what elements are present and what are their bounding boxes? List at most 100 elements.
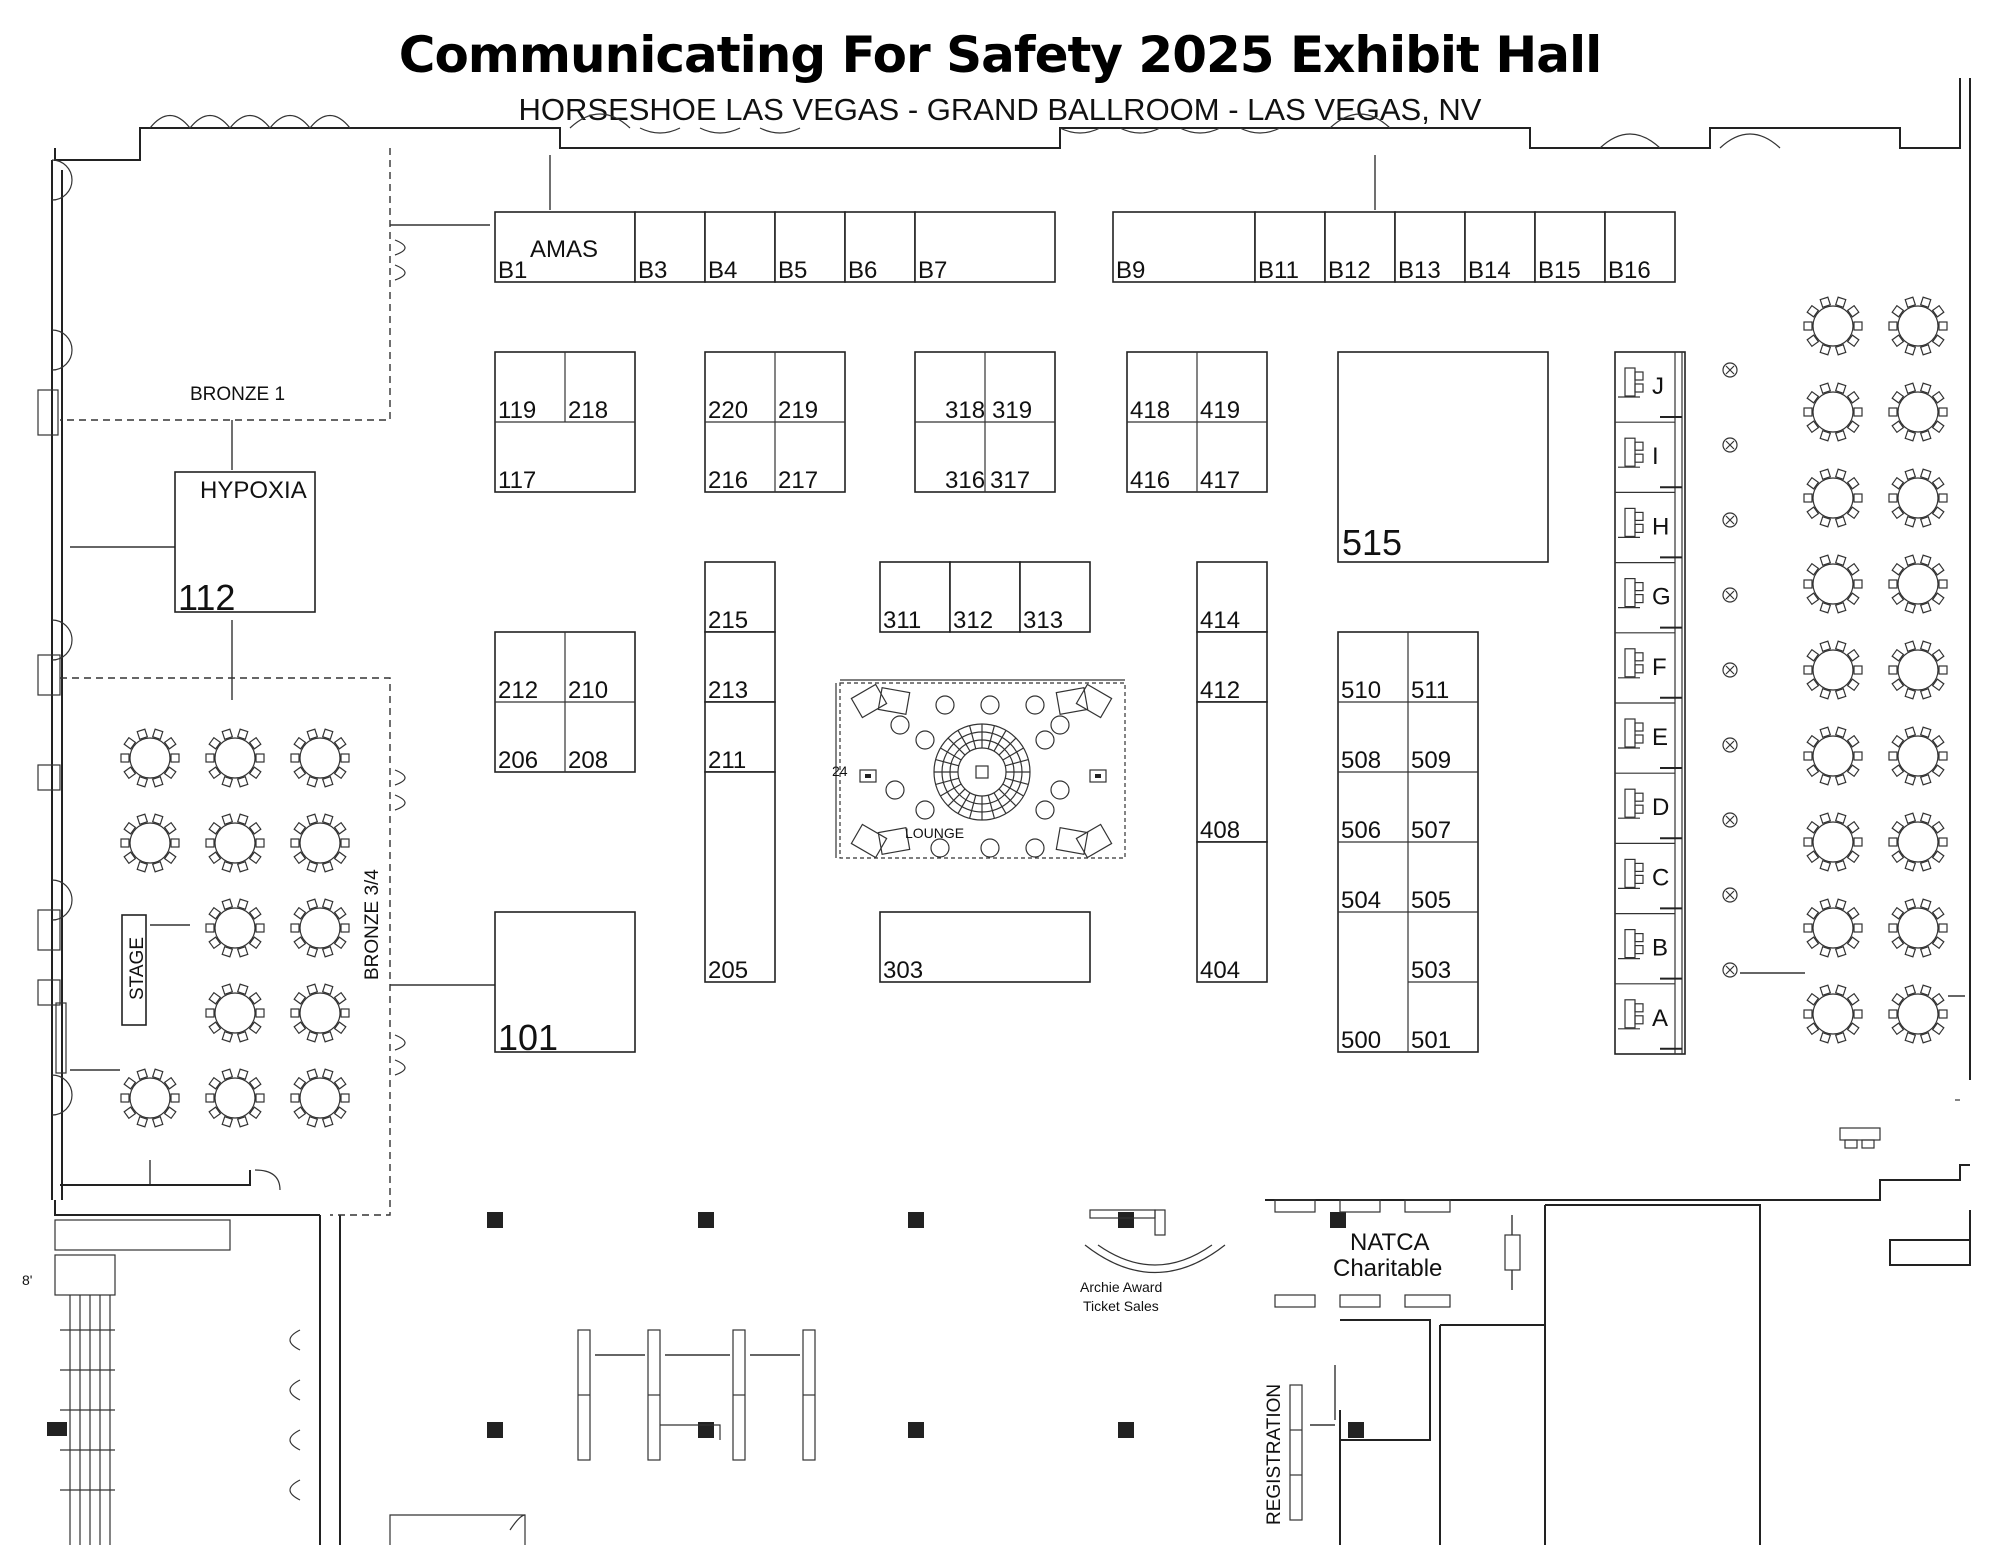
booth-b7[interactable] [914, 211, 1056, 283]
booth-112-hypoxia[interactable]: HYPOXIA 112 [174, 471, 316, 618]
registration-label: REGISTRATION [1264, 1384, 1285, 1525]
booth-505-label: 505 [1411, 887, 1451, 914]
round-table [1888, 640, 1948, 700]
pillar [1118, 1422, 1134, 1438]
booth-b1[interactable] [494, 211, 636, 283]
booth-island-212[interactable]: 212 210 206 208 [494, 631, 636, 774]
pod-j-label: J [1652, 373, 1664, 400]
booth-b5[interactable] [774, 211, 846, 283]
round-table [1888, 554, 1948, 614]
booth-b16-label: B16 [1608, 257, 1651, 284]
booth-317-label: 317 [990, 467, 1030, 494]
pod-e[interactable]: E [1615, 702, 1682, 769]
booth-island-220[interactable]: 220 219 216 217 [704, 351, 846, 494]
booth-b16[interactable] [1604, 211, 1676, 283]
booth-b7-label: B7 [918, 257, 947, 284]
booth-b13-label: B13 [1398, 257, 1441, 284]
round-tables [120, 296, 1948, 1128]
outer-walls [37, 78, 1971, 1545]
round-table [120, 1068, 180, 1128]
hall-pillars [487, 1212, 1364, 1438]
booth-220-label: 220 [708, 397, 748, 424]
pod-b[interactable]: B [1615, 912, 1682, 980]
booth-b12-label: B12 [1328, 257, 1371, 284]
booth-b9[interactable] [1112, 211, 1256, 283]
booth-303-label: 303 [883, 957, 923, 984]
booth-208-label: 208 [568, 747, 608, 774]
booth-row-300[interactable]: 311 312 313 303 [879, 561, 1091, 984]
booth-506-label: 506 [1341, 817, 1381, 844]
pod-j[interactable]: J [1618, 367, 1682, 418]
pod-d[interactable]: D [1615, 772, 1682, 840]
booth-island-418[interactable]: 418 419 416 417 [1126, 351, 1268, 494]
booth-412-label: 412 [1200, 677, 1240, 704]
round-table [205, 1068, 265, 1128]
booth-319-label: 319 [992, 397, 1032, 424]
booth-island-119[interactable]: 119 218 117 [494, 351, 636, 494]
round-table [1888, 726, 1948, 786]
booth-b14[interactable] [1464, 211, 1536, 283]
booth-510-label: 510 [1341, 677, 1381, 704]
booth-212-label: 212 [498, 677, 538, 704]
booth-404-label: 404 [1200, 957, 1240, 984]
booth-206-label: 206 [498, 747, 538, 774]
booth-408-label: 408 [1200, 817, 1240, 844]
pillar [908, 1212, 924, 1228]
round-table [290, 813, 350, 873]
pod-i[interactable]: I [1615, 421, 1682, 489]
booth-515[interactable]: 515 [1337, 351, 1549, 563]
booth-b1-label: B1 [498, 257, 527, 284]
pod-g[interactable]: G [1615, 561, 1682, 629]
pod-i-label: I [1652, 443, 1659, 470]
booth-101[interactable]: 101 [494, 911, 636, 1058]
booth-b13[interactable] [1394, 211, 1466, 283]
pod-c-label: C [1652, 864, 1669, 891]
page-title: Communicating For Safety 2025 Exhibit Ha… [398, 26, 1602, 84]
round-table [1803, 640, 1863, 700]
booth-amas-label: AMAS [530, 236, 598, 263]
booth-509-label: 509 [1411, 747, 1451, 774]
dimension-24-label: 24 [832, 763, 848, 779]
dimension-8ft-label: 8' [22, 1272, 32, 1288]
page-subtitle: HORSESHOE LAS VEGAS - GRAND BALLROOM - L… [518, 92, 1482, 127]
booth-b5-label: B5 [778, 257, 807, 284]
booth-column-200[interactable]: 215 213 211 205 [704, 561, 776, 984]
booth-217-label: 217 [778, 467, 818, 494]
booth-b3[interactable] [634, 211, 706, 283]
bronze-34-room: BRONZE 3/4 [60, 620, 495, 1216]
column-marker [1722, 587, 1738, 603]
column-marker [1722, 812, 1738, 828]
booth-419-label: 419 [1200, 397, 1240, 424]
booth-island-318[interactable]: 318 319 316 317 [914, 351, 1056, 494]
pillar [698, 1212, 714, 1228]
pod-f[interactable]: F [1615, 632, 1682, 699]
round-table [1888, 812, 1948, 872]
booth-b14-label: B14 [1468, 257, 1511, 284]
pod-a[interactable]: A [1615, 983, 1682, 1050]
booth-316-label: 316 [945, 467, 985, 494]
booth-507-label: 507 [1411, 817, 1451, 844]
round-table [290, 1068, 350, 1128]
booth-515-label: 515 [1342, 522, 1402, 563]
booth-b12[interactable] [1324, 211, 1396, 283]
booth-column-400[interactable]: 414 412 408 404 [1196, 561, 1268, 984]
round-table [1888, 898, 1948, 958]
booth-b6[interactable] [844, 211, 916, 283]
pod-c[interactable]: C [1615, 842, 1682, 910]
booth-210-label: 210 [568, 677, 608, 704]
lounge-area: 24 LOUNGE [832, 679, 1126, 859]
booth-312-label: 312 [953, 607, 993, 634]
top-booth-row-left[interactable]: AMAS B1 B3 B4 B5 B6 B7 [494, 155, 1056, 284]
pillar [487, 1422, 503, 1438]
booth-414-label: 414 [1200, 607, 1240, 634]
top-booth-row-right[interactable]: B9 B11 B12 B13 B14 B15 B16 [1112, 155, 1676, 284]
round-table [205, 728, 265, 788]
booth-b3-label: B3 [638, 257, 667, 284]
round-table [205, 813, 265, 873]
pod-h[interactable]: H [1615, 491, 1682, 559]
booth-block-500[interactable]: 510 511 508 509 506 507 504 505 503 500 … [1337, 631, 1479, 1054]
pod-h-label: H [1652, 513, 1669, 540]
booth-b15-label: B15 [1538, 257, 1581, 284]
